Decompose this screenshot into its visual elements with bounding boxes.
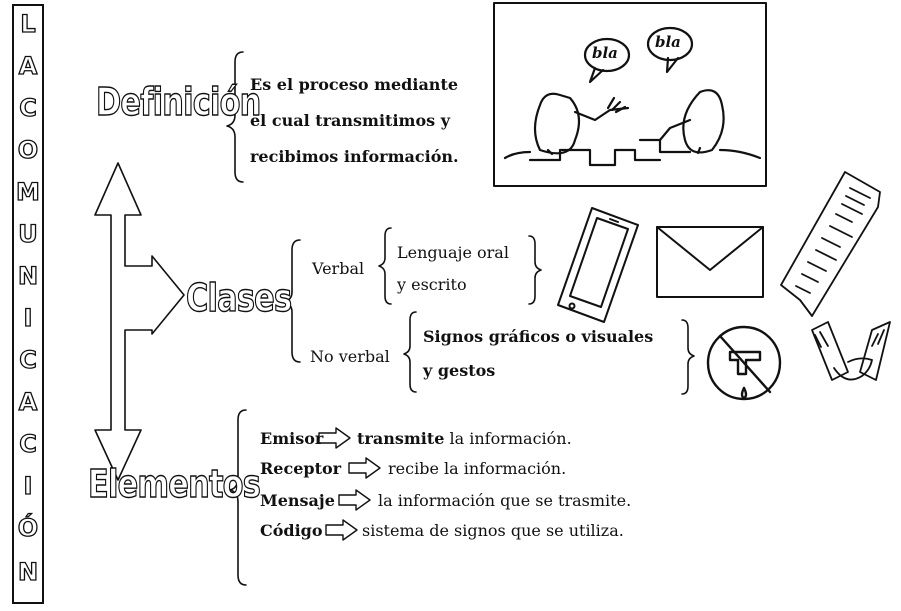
elemento-desc: transmite la información.	[357, 424, 572, 453]
clase-no-verbal-label: No verbal	[310, 347, 390, 366]
speech-bubble-text: bla	[592, 44, 618, 62]
clase-verbal-line: Lenguaje oral	[397, 243, 509, 262]
brace-no-verbal	[403, 311, 417, 393]
brace-elementos	[229, 409, 247, 586]
clase-no-verbal-line: Signos gráficos o visuales	[423, 327, 654, 346]
title-letter: O	[17, 135, 39, 164]
title-letter: N	[17, 261, 39, 290]
illustration-frame	[493, 2, 767, 187]
elemento-term: Emisor	[260, 429, 324, 448]
vertical-title: L A C O M U N I C A C I Ó N	[12, 4, 44, 604]
double-arrow-icon	[94, 162, 185, 481]
title-letter: C	[19, 93, 38, 122]
title-letter: Ó	[17, 513, 39, 542]
brace-clases	[283, 239, 301, 363]
arrow-right-icon	[338, 489, 371, 511]
elemento-desc: sistema de signos que se utiliza.	[362, 521, 624, 540]
arrow-right-icon	[318, 427, 351, 449]
elemento-desc-bold: transmite	[357, 429, 445, 448]
title-letter: I	[23, 471, 33, 500]
title-letter: M	[15, 177, 40, 206]
title-letter: C	[19, 345, 38, 374]
brace-no-verbal-close	[681, 319, 695, 395]
elemento-desc-rest: la información.	[444, 429, 572, 448]
title-letter: A	[18, 51, 38, 80]
title-letter: N	[17, 557, 39, 586]
heading-clases: Clases	[185, 275, 292, 320]
definicion-line: recibimos información.	[250, 147, 459, 166]
handshake-icon	[811, 321, 891, 381]
title-letter: A	[18, 387, 38, 416]
arrow-right-icon	[348, 457, 381, 479]
brace-definicion	[226, 51, 244, 183]
brace-verbal	[378, 227, 392, 305]
elemento-term: Receptor	[260, 459, 342, 478]
title-letter: U	[18, 219, 39, 248]
elemento-term: Mensaje	[260, 491, 335, 510]
elemento-desc: la información que se trasmite.	[378, 491, 632, 510]
clase-verbal-label: Verbal	[312, 259, 365, 278]
smartphone-icon	[557, 207, 639, 323]
conversation-illustration	[503, 26, 762, 167]
no-water-sign-icon	[706, 325, 782, 401]
definicion-line: Es el proceso mediante	[250, 75, 459, 94]
definicion-line: el cual transmitimos y	[250, 111, 450, 130]
newspaper-icon	[780, 171, 881, 317]
brace-verbal-close	[528, 235, 542, 305]
envelope-icon	[656, 226, 764, 298]
title-letter: C	[19, 429, 38, 458]
heading-definicion: Definición	[95, 79, 261, 124]
title-letter: L	[20, 9, 37, 38]
elemento-term: Código	[260, 521, 323, 540]
clase-verbal-line: y escrito	[397, 275, 467, 294]
speech-bubble-text: bla	[655, 33, 681, 51]
clase-no-verbal-line: y gestos	[423, 361, 496, 380]
heading-elementos: Elementos	[87, 461, 261, 506]
elemento-desc: recibe la información.	[388, 459, 567, 478]
arrow-right-icon	[325, 519, 358, 541]
title-letter: I	[23, 303, 33, 332]
